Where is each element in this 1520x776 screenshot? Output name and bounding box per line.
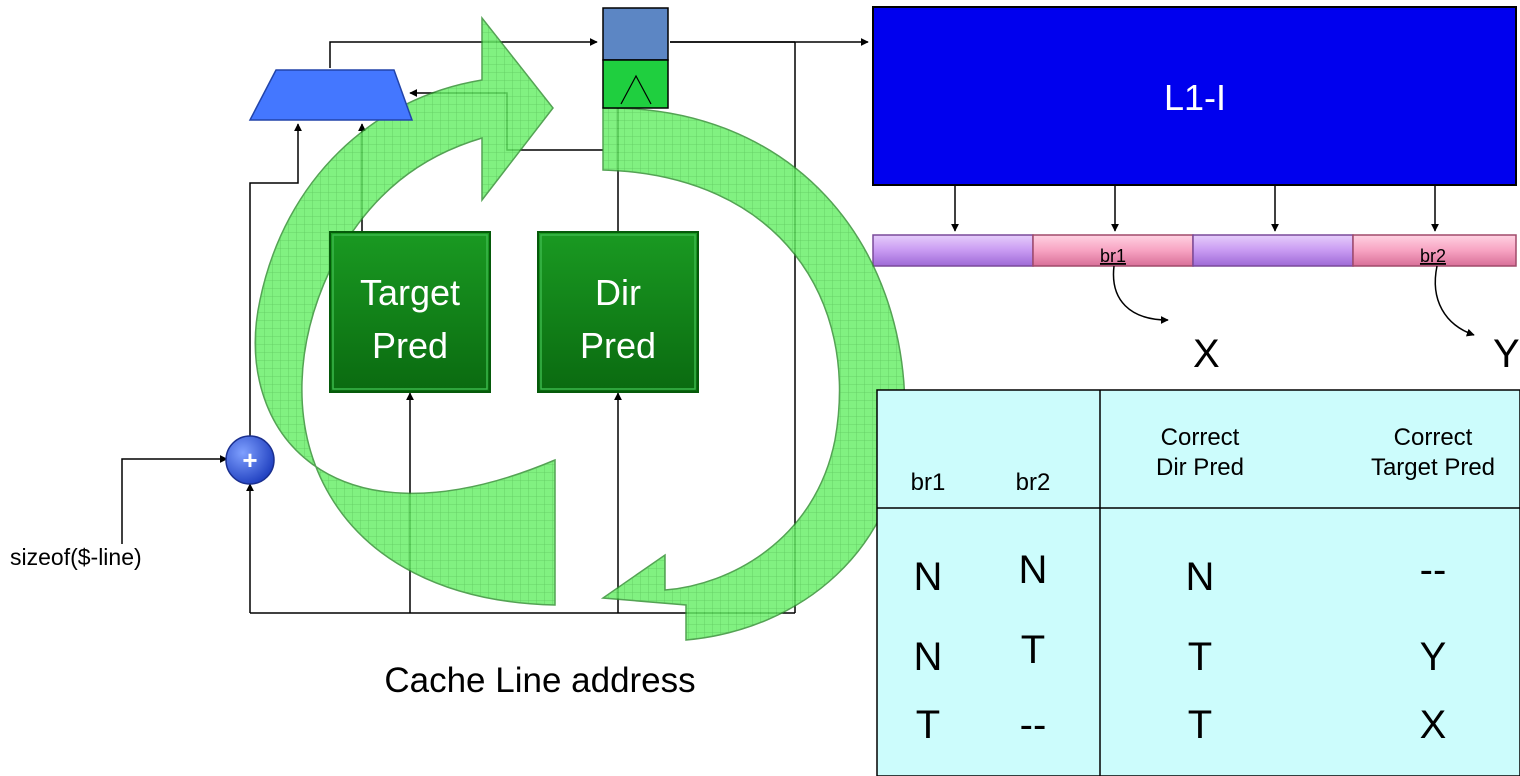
target-pred-line2: Pred <box>372 325 448 366</box>
cell-br2: -- <box>1020 703 1047 747</box>
prediction-table: br1 br2 Correct Dir Pred Correct Target … <box>876 389 1520 776</box>
table-row: T -- T X <box>916 703 1447 747</box>
cell-dir: T <box>1188 703 1212 747</box>
header-dir-line1: Correct <box>1161 424 1240 451</box>
header-br2: br2 <box>1016 469 1051 496</box>
cache-line-slots: br1 br2 <box>872 234 1517 267</box>
table-row: N T T Y <box>914 628 1447 679</box>
adder: + <box>225 435 275 485</box>
header-dir-line2: Dir Pred <box>1156 454 1244 481</box>
cell-target: X <box>1420 703 1447 747</box>
cache-slot-1 <box>872 234 1034 267</box>
cell-br1: T <box>916 703 940 747</box>
cell-dir: T <box>1188 635 1212 679</box>
branch-target-y: Y <box>1493 332 1520 376</box>
cell-br2: N <box>1019 548 1048 592</box>
adder-plus-icon: + <box>242 445 257 475</box>
header-target-line1: Correct <box>1394 424 1473 451</box>
cell-target: -- <box>1420 548 1447 592</box>
sizeof-label: sizeof($-line) <box>10 544 142 570</box>
l1-cache-label: L1-I <box>1164 77 1226 118</box>
cycle-arrow-right <box>600 107 906 641</box>
cache-slot-4 <box>1352 234 1517 267</box>
cell-br1: N <box>914 635 943 679</box>
target-pred-line1: Target <box>360 272 460 313</box>
direction-predictor: Dir Pred <box>537 231 699 393</box>
cell-br1: N <box>914 555 943 599</box>
branch-target-x: X <box>1193 332 1220 376</box>
cell-target: Y <box>1420 635 1447 679</box>
clock-triangle-icon <box>620 74 652 105</box>
slot-label-br1: br1 <box>1100 246 1126 266</box>
cycle-arrow-left <box>254 15 556 606</box>
pc-latch <box>602 7 669 109</box>
cell-br2: T <box>1021 628 1045 672</box>
header-br1: br1 <box>911 469 946 496</box>
slot-label-br2: br2 <box>1420 246 1446 266</box>
cache-slot-3 <box>1192 234 1354 267</box>
branch-target-arrows <box>1112 265 1475 337</box>
cache-line-address-label: Cache Line address <box>384 661 695 700</box>
cache-output-arrows <box>951 185 1439 232</box>
target-predictor: Target Pred <box>329 231 491 393</box>
cell-dir: N <box>1186 555 1215 599</box>
mux <box>248 69 414 121</box>
l1-cache: L1-I <box>872 6 1517 186</box>
header-target-line2: Target Pred <box>1371 454 1495 481</box>
table-row: N N N -- <box>914 548 1447 599</box>
dir-pred-line1: Dir <box>595 272 641 313</box>
dir-pred-line2: Pred <box>580 325 656 366</box>
cache-slot-2 <box>1032 234 1194 267</box>
